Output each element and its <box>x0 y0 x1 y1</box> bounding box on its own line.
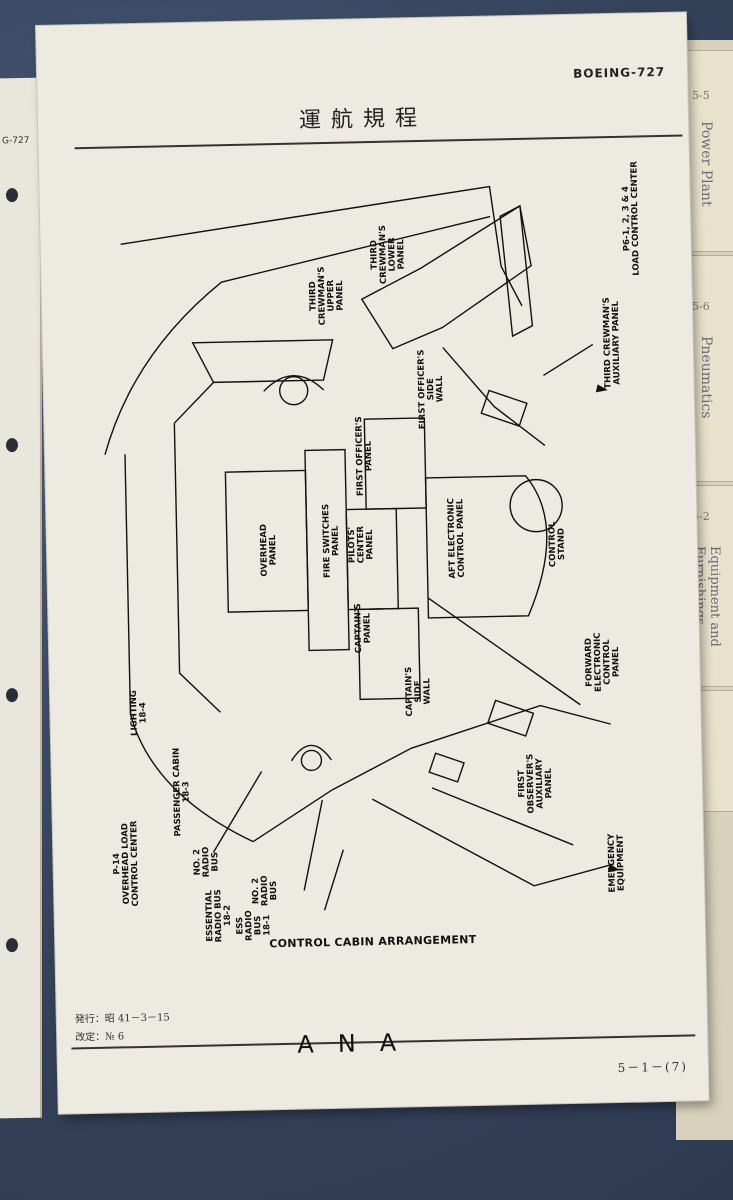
label-third-crewman-lower: THIRD CREWMAN'S LOWER PANEL <box>369 225 407 285</box>
tab-label: Power Plant <box>698 121 714 207</box>
left-facing-page: G-727 <box>0 77 42 1119</box>
aircraft-model: BOEING-727 <box>573 64 666 81</box>
label-first-observer-aux: FIRST OBSERVER'S AUXILIARY PANEL <box>516 753 555 814</box>
label-passenger-cabin: PASSENGER CABIN 18-3 <box>171 747 192 837</box>
tab-number: 5-5 <box>692 89 710 102</box>
label-no2-radio-bus-a: NO. 2 RADIO BUS <box>192 846 221 878</box>
tab-power-plant[interactable]: 5-5 Power Plant <box>681 50 733 252</box>
label-captains-side-wall: CAPTAIN'S SIDE WALL <box>404 666 433 717</box>
label-load-control-center: P6-1, 2, 3 & 4 LOAD CONTROL CENTER <box>620 161 642 276</box>
label-control-stand: CONTROL STAND <box>547 521 568 568</box>
label-emergency-equipment: EMERGENCY EQUIPMENT <box>606 833 627 893</box>
fuselage-line <box>104 215 491 455</box>
label-forward-electronic-control-panel: FORWARD ELECTRONIC CONTROL PANEL <box>583 632 622 692</box>
arrow-icon <box>595 384 608 393</box>
label-captains-panel: CAPTAIN'S PANEL <box>353 603 373 654</box>
label-no2-radio-bus-b: NO. 2 RADIO BUS <box>250 875 280 907</box>
binder-hole <box>6 438 18 453</box>
fuselage-line <box>120 185 523 307</box>
tab-label: Pneumatics <box>698 336 714 419</box>
label-pilots-center-panel: PILOTS' CENTER PANEL <box>346 525 376 564</box>
issue-date: 発行：昭 41－3－15 <box>74 1012 170 1026</box>
tab-number: 5-6 <box>692 300 710 313</box>
page-title: 運航規程 <box>298 105 428 134</box>
binder-hole <box>6 938 18 953</box>
manual-page: BOEING-727 運航規程 <box>36 12 709 1114</box>
revision-number: 改定：№ 6 <box>75 1031 125 1044</box>
binder-hole <box>6 688 18 703</box>
label-first-officer-side-wall: FIRST OFFICER'S SIDE WALL <box>416 349 446 430</box>
diagram-caption: CONTROL CABIN ARRANGEMENT <box>269 932 477 951</box>
label-aft-electronic-control-panel: AFT ELECTRONIC CONTROL PANEL <box>446 497 467 579</box>
label-fire-switches-panel: FIRE SWITCHES PANEL <box>321 503 342 579</box>
publisher-logo: ANA <box>297 1028 421 1059</box>
cockpit-diagram <box>104 185 620 911</box>
label-third-crewman-aux: THIRD CREWMAN'S AUXILIARY PANEL <box>601 297 623 389</box>
label-third-crewman-upper: THIRD CREWMAN'S UPPER PANEL <box>307 266 346 326</box>
binder-hole <box>6 188 18 203</box>
left-page-edge-text: G-727 <box>2 135 30 147</box>
label-overhead-panel: OVERHEAD PANEL <box>258 523 279 577</box>
label-first-officer-panel: FIRST OFFICER'S PANEL <box>354 416 375 497</box>
arrow-icon <box>607 864 620 873</box>
page-number: 5－1－(7) <box>617 1059 689 1076</box>
label-ess-radio-bus: ESS RADIO BUS 18-1 <box>235 910 273 941</box>
label-lighting: LIGHTING 18-4 <box>128 690 149 736</box>
label-p14-overhead: P-14 OVERHEAD LOAD CONTROL CENTER <box>111 820 141 907</box>
label-essential-radio-bus: ESSENTIAL RADIO BUS 18-2 <box>204 889 233 943</box>
